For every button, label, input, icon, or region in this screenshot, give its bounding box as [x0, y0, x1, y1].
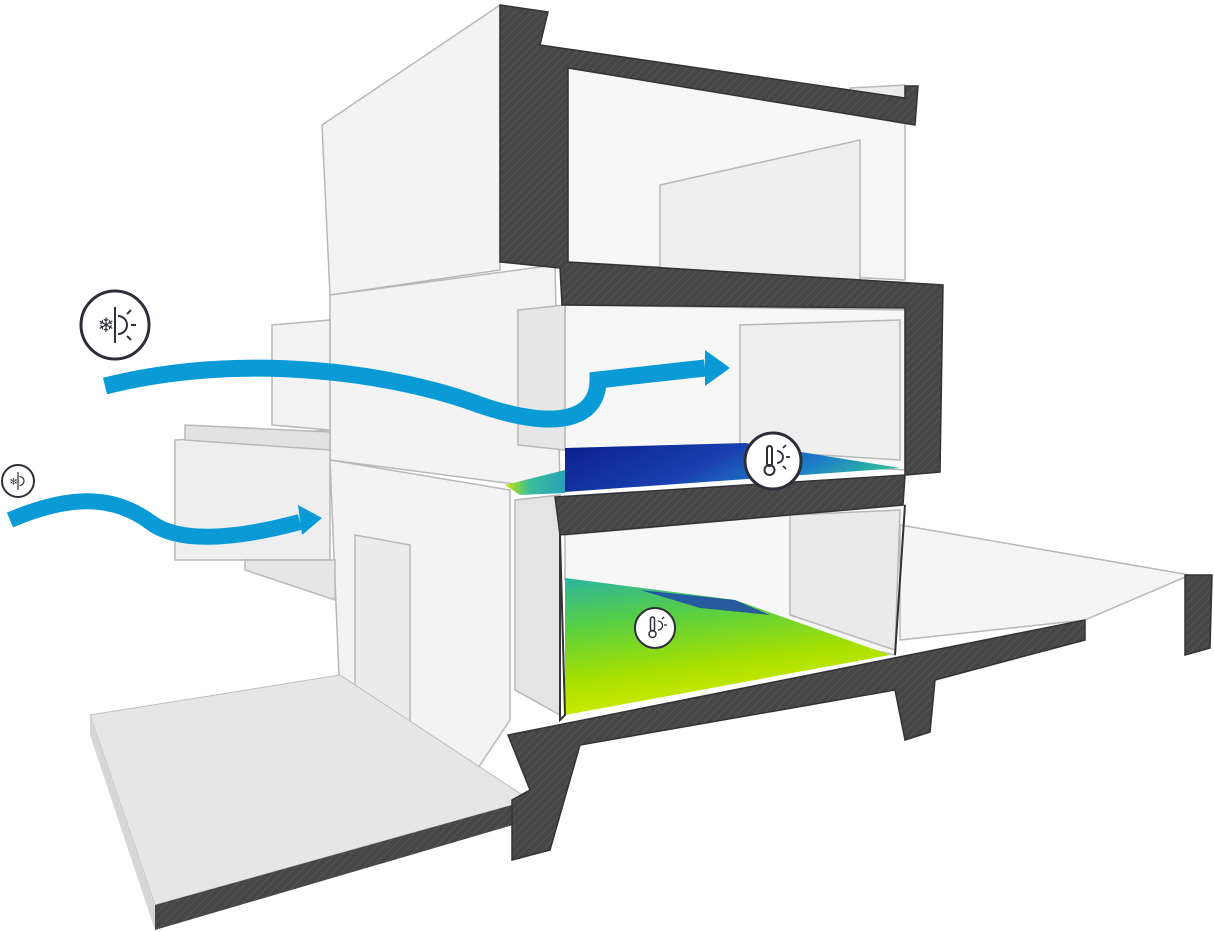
upper-floor-heatmap: [565, 443, 900, 492]
svg-text:❄: ❄: [98, 313, 115, 337]
section-cut: [499, 4, 1213, 861]
glass-edge: [894, 504, 906, 656]
svg-text:❄: ❄: [9, 477, 17, 488]
upper-floor-heatmap-edge: [505, 470, 565, 495]
cooling-heating-icon: ❄: [1, 464, 35, 498]
thermometer-sun-icon: [743, 431, 803, 491]
airflow-lower-arrow: [6, 493, 322, 545]
thermometer-sun-icon: [634, 607, 676, 649]
cooling-heating-icon: ❄: [79, 289, 151, 361]
lower-floor-cool-zone: [640, 590, 770, 615]
ground-plinth: [89, 674, 532, 930]
glass-wall: [559, 534, 567, 723]
airflow-upper-arrow: [102, 350, 730, 428]
